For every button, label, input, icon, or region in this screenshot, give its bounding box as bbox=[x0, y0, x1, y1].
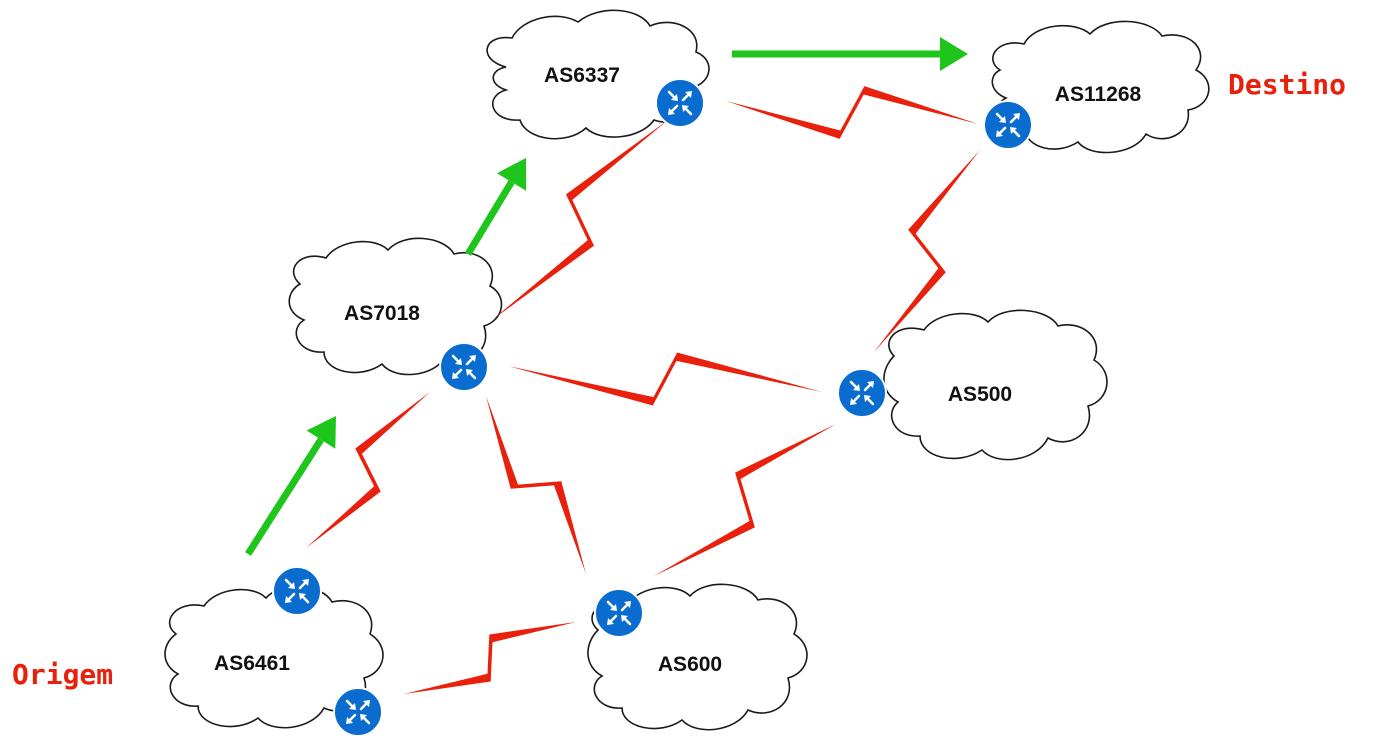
routers-layer bbox=[272, 78, 1033, 737]
router-as6337-icon bbox=[655, 78, 705, 128]
labels-layer: AS6337 AS11268 AS7018 AS500 AS6461 AS600 bbox=[214, 64, 1141, 676]
router-as500-icon bbox=[837, 368, 887, 418]
link-as6337-as11268 bbox=[726, 86, 978, 139]
link-as7018-as600 bbox=[486, 396, 586, 574]
cloud-as500 bbox=[883, 309, 1108, 461]
route-arrow-as6337-as11268 bbox=[732, 37, 968, 71]
link-as600-as500 bbox=[654, 424, 836, 576]
routes-layer bbox=[245, 37, 968, 556]
route-arrow-as7018-as6337 bbox=[465, 158, 527, 256]
link-as7018-as6337 bbox=[492, 120, 668, 320]
link-as6461-as600 bbox=[404, 622, 576, 694]
link-as7018-as500 bbox=[508, 352, 822, 406]
links-layer bbox=[306, 86, 980, 694]
router-as7018-icon bbox=[439, 342, 489, 392]
link-as6461-as7018 bbox=[306, 392, 430, 548]
as11268-label: AS11268 bbox=[1055, 83, 1142, 106]
link-as11268-as500 bbox=[874, 150, 980, 352]
cloud-as6461 bbox=[164, 585, 384, 729]
origin-label: Origem bbox=[12, 658, 113, 691]
as600-label: AS600 bbox=[658, 653, 722, 676]
as6337-label: AS6337 bbox=[544, 64, 620, 87]
router-as6461-bottom-icon bbox=[333, 687, 383, 737]
as6461-label: AS6461 bbox=[214, 652, 290, 675]
router-as6461-top-icon bbox=[272, 566, 322, 616]
router-as11268-icon bbox=[983, 100, 1033, 150]
destination-label: Destino bbox=[1228, 68, 1346, 101]
cloud-as7018 bbox=[288, 237, 503, 376]
router-as600-icon bbox=[594, 588, 644, 638]
route-arrow-as6461-as7018 bbox=[245, 416, 336, 556]
as7018-label: AS7018 bbox=[344, 302, 420, 325]
as500-label: AS500 bbox=[948, 383, 1012, 406]
